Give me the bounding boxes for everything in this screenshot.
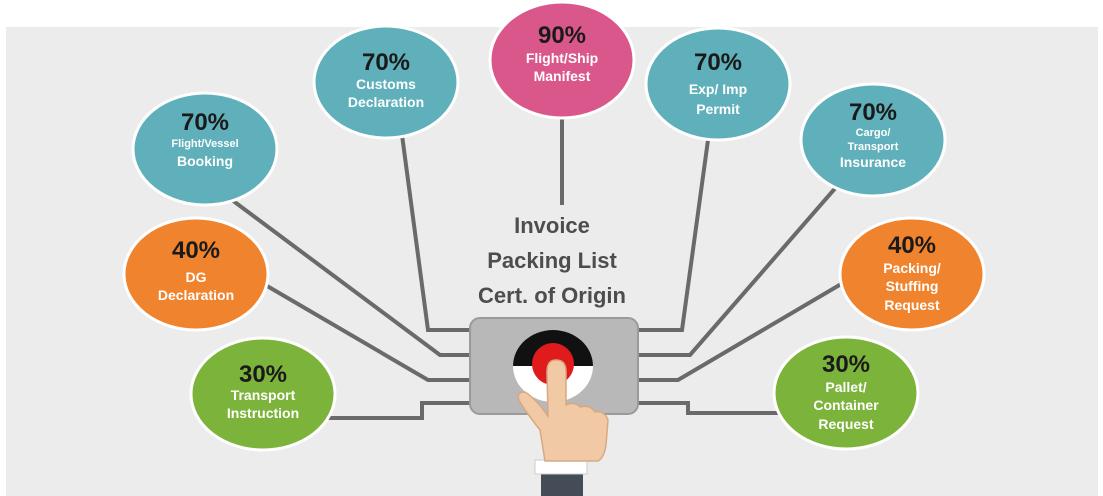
bubble-label-line: Flight/Vessel: [171, 138, 238, 150]
bubble-shape: [799, 82, 947, 198]
bubble-label-line: Insurance: [840, 154, 906, 170]
bubble-percent: 70%: [694, 49, 742, 76]
bubble-shape: [131, 91, 279, 207]
bubble-label-line: Exp/ Imp: [689, 81, 747, 97]
bubble-dg-declaration: 40% DG Declaration: [122, 216, 270, 332]
bubble-percent: 70%: [181, 109, 229, 136]
center-line-packing-list: Packing List: [487, 248, 617, 273]
bubble-label-line: Flight/Ship: [526, 50, 598, 66]
connector-packing-stuffing-request: [636, 278, 850, 382]
connector-dg-declaration: [260, 281, 472, 382]
bubble-percent: 70%: [849, 99, 897, 126]
bubble-label-line: Declaration: [348, 94, 424, 110]
center-device: [469, 317, 639, 496]
bubble-label-line: Permit: [696, 101, 740, 117]
center-line-cert-of-origin: Cert. of Origin: [478, 283, 626, 308]
pointing-hand-icon: [517, 359, 609, 496]
bubble-label-line: Instruction: [227, 405, 299, 421]
connector-pallet-container-request: [636, 401, 778, 415]
bubble-label-line: Packing/: [883, 260, 941, 276]
bubble-shape: [772, 335, 920, 451]
bubble-percent: 40%: [888, 232, 936, 259]
bubble-label-line: Transport: [848, 141, 899, 153]
bubble-label-line: Request: [884, 297, 940, 313]
bubble-shape: [488, 0, 636, 120]
bubble-label-line: Stuffing: [886, 278, 939, 294]
bubble-shape: [644, 26, 792, 142]
bubble-label-line: Booking: [177, 153, 233, 169]
center-documents: Invoice Packing List Cert. of Origin: [478, 213, 626, 308]
bubble-customs-declaration: 70% Customs Declaration: [312, 24, 460, 140]
center-line-invoice: Invoice: [514, 213, 590, 238]
connector-transport-instruction: [322, 401, 472, 420]
connector-exp-imp-permit: [636, 139, 710, 332]
bubble-label-line: Container: [813, 397, 879, 413]
bubble-label-line: Customs: [356, 76, 416, 92]
bubble-packing-stuffing-request: 40% Packing/ Stuffing Request: [838, 216, 986, 332]
bubble-label-line: Transport: [231, 387, 296, 403]
connector-customs-declaration: [400, 134, 472, 332]
bubble-percent: 30%: [822, 351, 870, 378]
bubble-pallet-container-request: 30% Pallet/ Container Request: [772, 335, 920, 451]
bubble-shape: [122, 216, 270, 332]
bubble-label-line: Cargo/: [856, 127, 891, 139]
bubble-transport-instruction: 30% Transport Instruction: [189, 336, 337, 452]
bubble-label-line: Pallet/: [825, 379, 866, 395]
bubble-shape: [189, 336, 337, 452]
bubble-percent: 30%: [239, 361, 287, 388]
bubble-label-line: Manifest: [534, 68, 591, 84]
bubble-percent: 70%: [362, 49, 410, 76]
bubble-flight-vessel-booking: 70% Flight/Vessel Booking: [131, 91, 279, 207]
bubble-label-line: Declaration: [158, 287, 234, 303]
bubble-flight-ship-manifest: 90% Flight/Ship Manifest: [488, 0, 636, 120]
bubble-percent: 90%: [538, 22, 586, 49]
bubble-label-line: DG: [186, 269, 207, 285]
bubble-shape: [312, 24, 460, 140]
bubble-cargo-transport-insurance: 70% Cargo/ Transport Insurance: [799, 82, 947, 198]
bubble-percent: 40%: [172, 237, 220, 264]
bubble-label-line: Request: [818, 416, 874, 432]
connector-cargo-transport-insurance: [636, 183, 840, 357]
bubble-exp-imp-permit: 70% Exp/ Imp Permit: [644, 26, 792, 142]
bubble-shape: [838, 216, 986, 332]
